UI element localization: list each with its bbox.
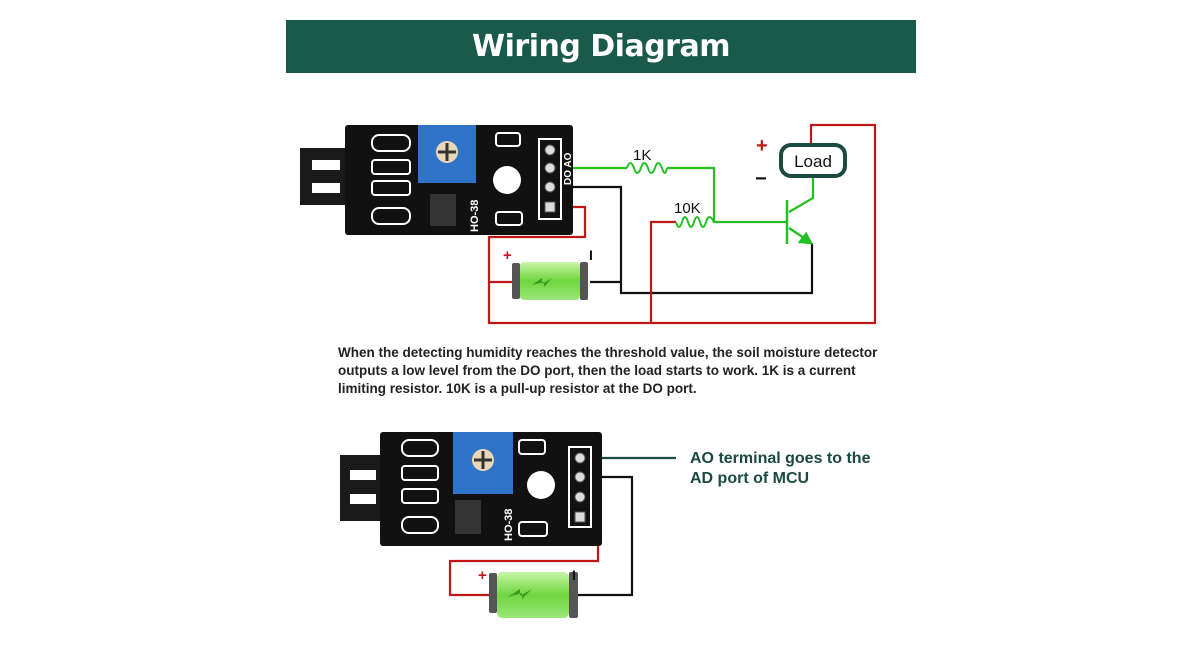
description-text: When the detecting humidity reaches the …: [338, 345, 878, 396]
wire-gnd-black: [560, 185, 814, 295]
battery-icon: [512, 262, 588, 300]
battery-plus-label: +: [503, 247, 512, 264]
resistor-1k: [626, 162, 668, 174]
battery-icon: [489, 572, 578, 618]
npn-transistor-icon: [785, 200, 814, 245]
battery-minus-label: I: [572, 567, 576, 583]
wire-load-collector: [788, 177, 815, 213]
sensor-board: HO-38: [340, 432, 602, 546]
page-title: Wiring Diagram: [472, 29, 730, 64]
battery-minus-label: I: [589, 247, 593, 263]
load-plus-label: +: [756, 135, 768, 157]
ao-note-line-1: AO terminal goes to the: [690, 450, 871, 467]
circuit-2: + I: [340, 432, 676, 618]
sensor-board: HO-38 DO AO: [300, 125, 574, 235]
resistor-10k-label: 10K: [674, 200, 701, 217]
title-banner: Wiring Diagram: [286, 20, 916, 73]
load-minus-label: −: [755, 168, 767, 190]
ao-note-line-2: AD port of MCU: [690, 470, 810, 487]
wire-pullup-red: [649, 220, 676, 323]
resistor-1k-label: 1K: [633, 147, 651, 164]
wire-vcc-red: [487, 123, 877, 325]
wire-gnd-black: [578, 475, 634, 597]
board-pin-labels: DO AO: [563, 152, 574, 185]
board-model-label: HO-38: [469, 200, 481, 232]
resistor-10k: [675, 216, 715, 228]
ao-terminal-note: AO terminal goes to the AD port of MCU: [690, 449, 870, 489]
battery-plus-label: +: [478, 567, 487, 584]
board-model-label: HO-38: [503, 509, 515, 541]
load-box: Load: [779, 143, 847, 178]
load-label: Load: [794, 152, 832, 171]
circuit-1: 1K 10K Load + − + I: [300, 123, 877, 325]
